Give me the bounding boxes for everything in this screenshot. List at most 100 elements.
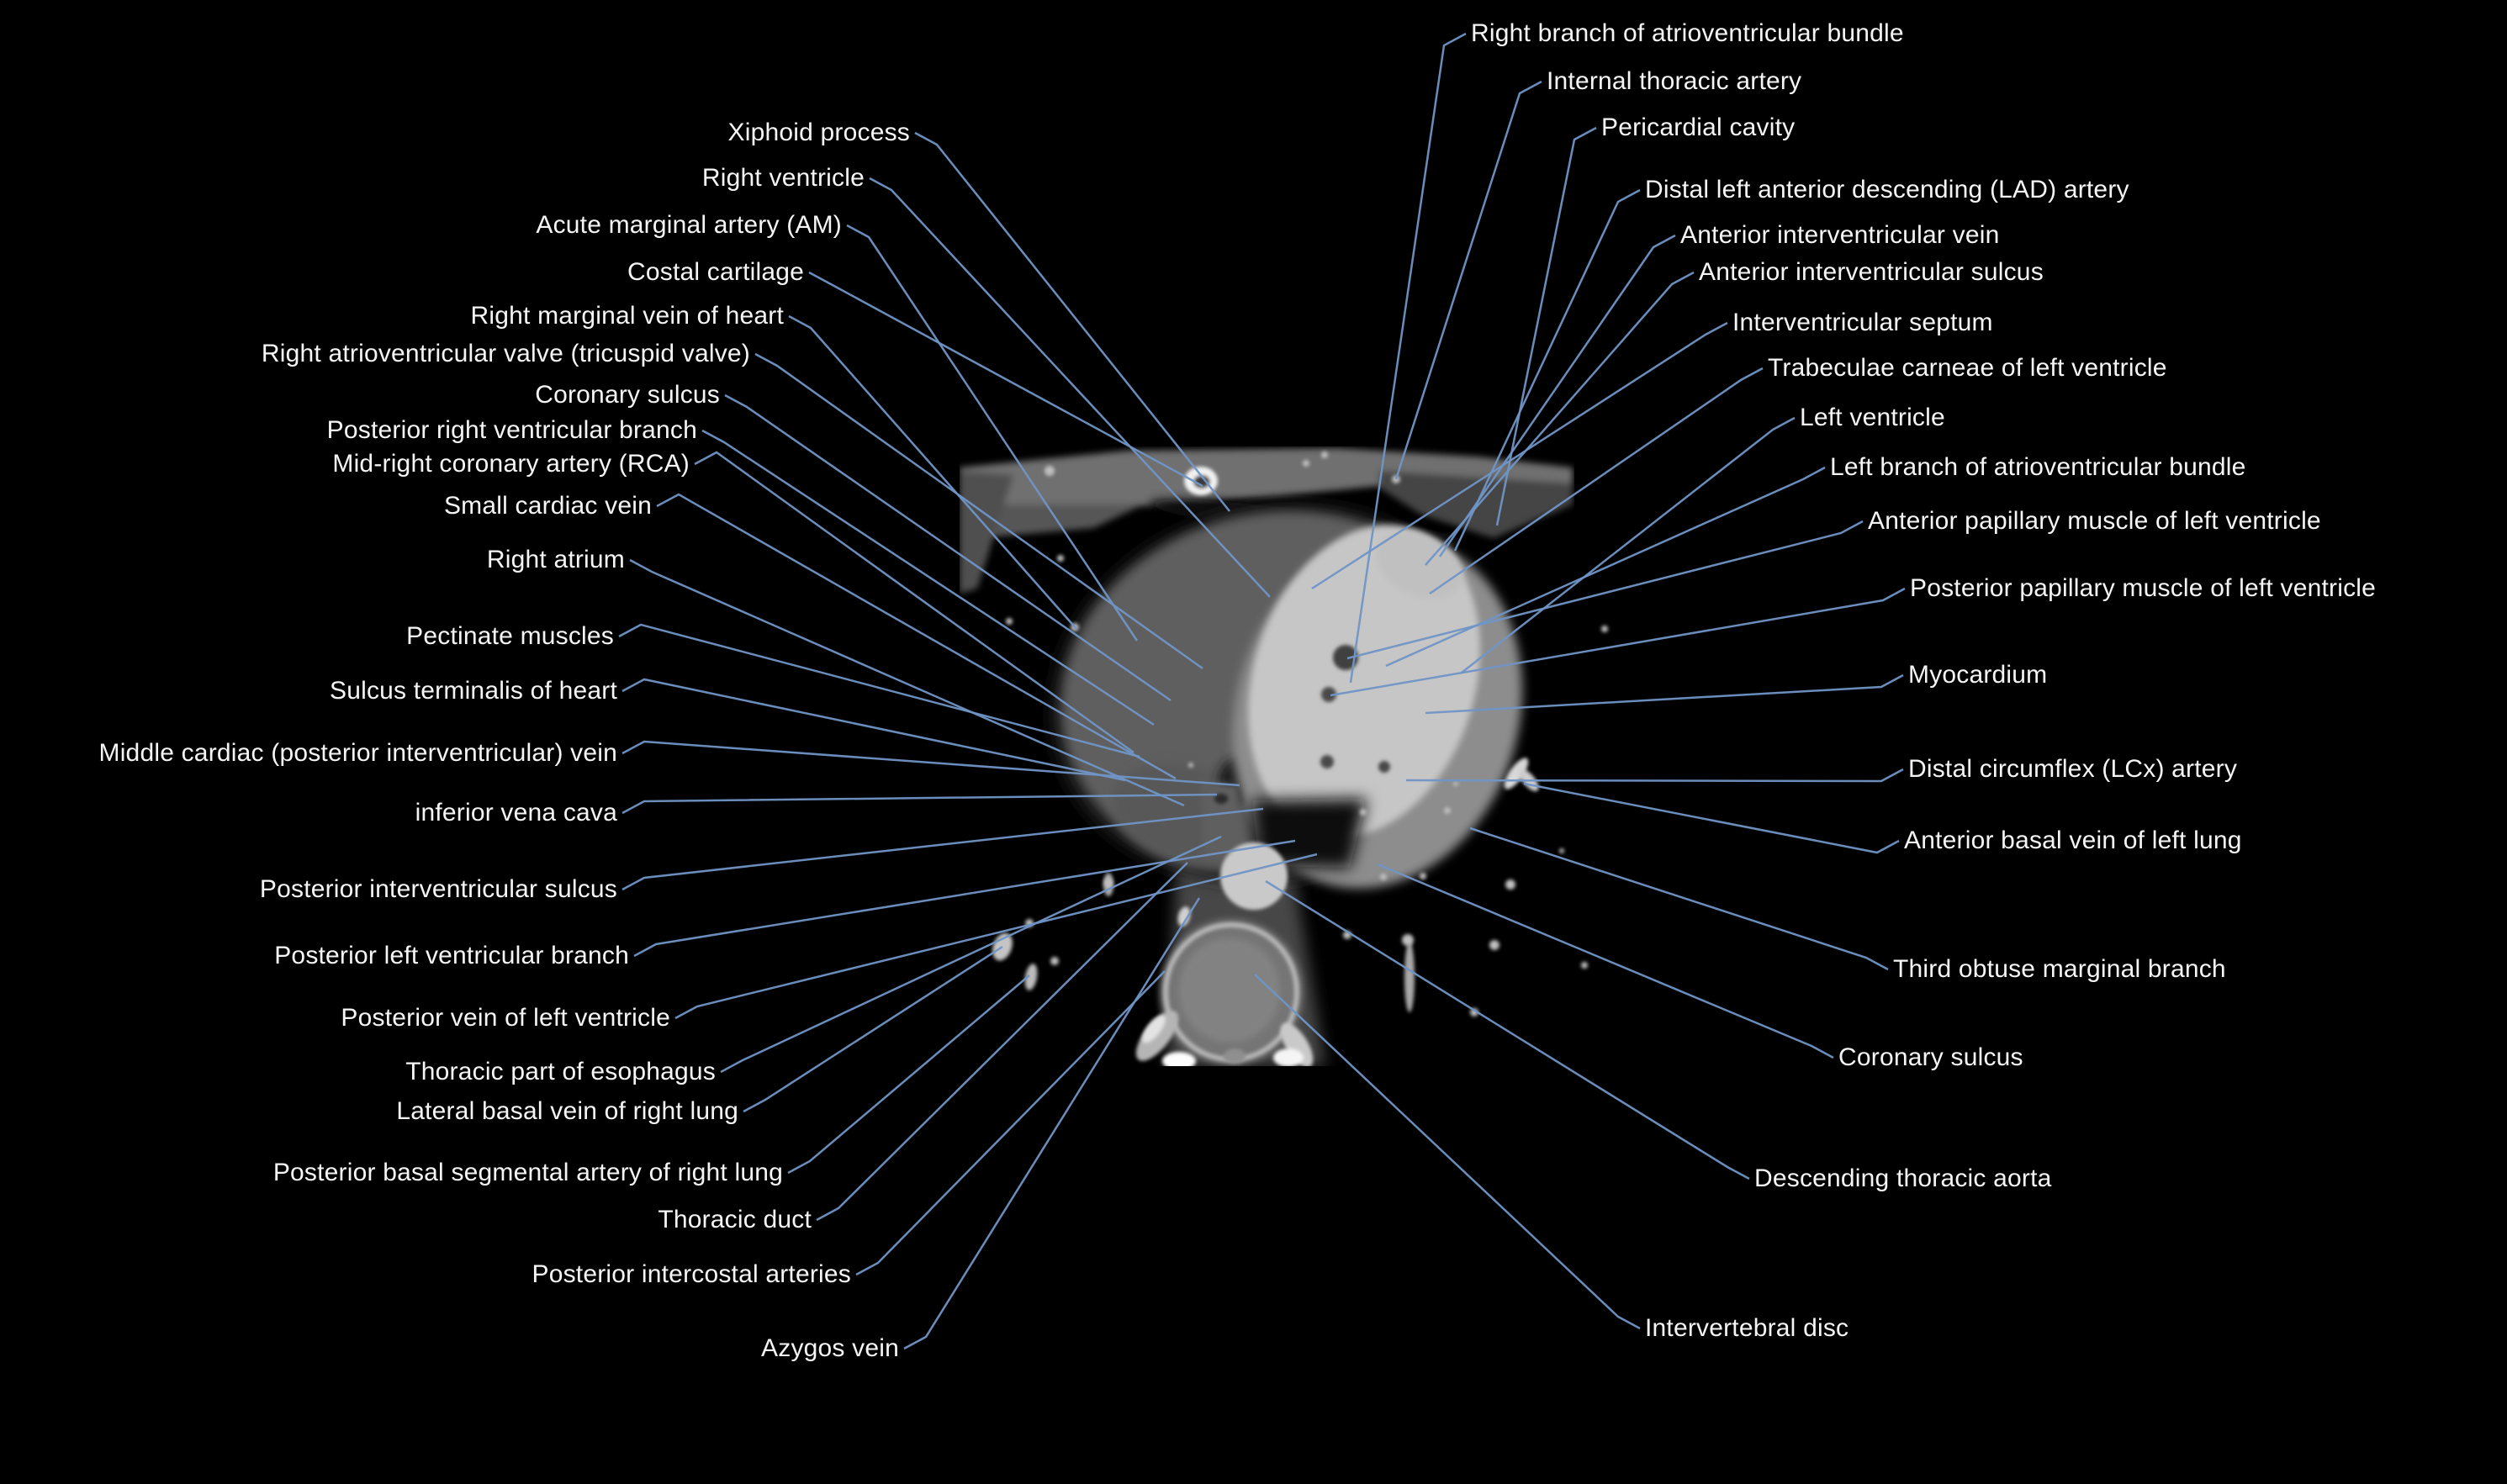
- leader-line: [903, 897, 1201, 1350]
- leader-line: [720, 835, 1222, 1074]
- papillary-muscle-spots: [1320, 645, 1390, 773]
- anatomy-label: Right atrium: [486, 546, 625, 573]
- leader-line: [1385, 466, 1826, 668]
- ct-field-masks: [917, 419, 1658, 1117]
- lung-vessel-dot: [1559, 848, 1564, 853]
- anatomy-label: Small cardiac vein: [443, 492, 652, 520]
- leader-line: [1453, 188, 1641, 552]
- anatomy-label: Intervertebral disc: [1645, 1314, 1849, 1342]
- anatomy-label: Sulcus terminalis of heart: [329, 677, 617, 705]
- anatomy-label: Xiphoid process: [727, 119, 910, 146]
- leader-line: [621, 793, 1218, 815]
- leader-line: [1377, 863, 1834, 1059]
- lung-vessel-dot: [1057, 555, 1064, 562]
- leader-line: [1469, 826, 1889, 971]
- anatomy-label: Third obtuse marginal branch: [1893, 955, 2226, 983]
- lung-vessel-dot: [1444, 807, 1451, 814]
- lung-vessel-dot: [1050, 957, 1059, 965]
- leader-line: [629, 558, 1185, 807]
- anatomy-label: Anterior interventricular vein: [1680, 221, 2000, 249]
- anatomy-label: Acute marginal artery (AM): [536, 211, 842, 239]
- leader-line: [869, 177, 1271, 598]
- leader-line: [1349, 32, 1467, 684]
- leader-line: [754, 352, 1203, 670]
- lung-vessel-dot: [1402, 934, 1414, 946]
- anatomy-label: Costal cartilage: [627, 258, 804, 286]
- anatomy-label: Descending thoracic aorta: [1754, 1164, 2052, 1192]
- anatomy-label: Anterior interventricular sulcus: [1699, 258, 2044, 286]
- lung-vessel-dot: [1321, 452, 1328, 458]
- anatomy-label: Posterior vein of left ventricle: [341, 1004, 670, 1032]
- descending-aorta: [1220, 842, 1288, 910]
- anatomy-label: Anterior basal vein of left lung: [1904, 826, 2242, 854]
- anatomy-label: Azygos vein: [761, 1334, 899, 1362]
- anatomy-label: Interventricular septum: [1732, 309, 1993, 336]
- leader-line: [618, 623, 1140, 758]
- anatomy-label: Pectinate muscles: [406, 622, 614, 650]
- leader-line: [1523, 782, 1900, 854]
- leader-line: [1425, 673, 1904, 715]
- lung-vessel-dot: [1420, 873, 1426, 879]
- anatomy-label: Posterior left ventricular branch: [274, 942, 629, 969]
- anatomy-label: Thoracic duct: [658, 1206, 812, 1233]
- anatomy-label: Coronary sulcus: [1838, 1043, 2023, 1071]
- leader-line: [1405, 768, 1904, 783]
- leader-line: [701, 429, 1155, 726]
- anatomy-label: Right marginal vein of heart: [470, 302, 784, 330]
- leader-line: [914, 131, 1230, 512]
- anatomy-label: Coronary sulcus: [535, 381, 720, 409]
- leader-line: [846, 224, 1139, 642]
- leader-line: [743, 945, 1003, 1113]
- leader-line: [656, 493, 1177, 780]
- leader-line: [1461, 416, 1796, 673]
- anatomy-label: Anterior papillary muscle of left ventri…: [1868, 507, 2321, 535]
- anatomy-label: Right atrioventricular valve (tricuspid …: [261, 340, 750, 367]
- lung-vessel-dot: [1380, 874, 1387, 880]
- leader-line: [1254, 974, 1641, 1330]
- leader-line: [787, 974, 1030, 1175]
- leader-line: [1429, 367, 1764, 595]
- leader-line: [621, 678, 1126, 782]
- leader-line: [621, 807, 1264, 891]
- lung-vessel-dot: [1303, 460, 1309, 467]
- leader-line: [724, 393, 1172, 702]
- leader-line: [816, 862, 1188, 1222]
- leader-line: [1311, 321, 1728, 590]
- lung-vessel-dots: [1006, 452, 1608, 1017]
- lung-vessel-dot: [1505, 879, 1515, 890]
- anatomy-label: Thoracic part of esophagus: [405, 1058, 716, 1085]
- leader-line: [633, 839, 1296, 958]
- leader-line: [1265, 879, 1750, 1180]
- lung-vessel-dot: [1360, 809, 1367, 816]
- anatomy-label: Mid-right coronary artery (RCA): [332, 450, 690, 478]
- anatomy-label: Lateral basal vein of right lung: [396, 1097, 738, 1125]
- anatomy-label: Posterior papillary muscle of left ventr…: [1910, 574, 2377, 602]
- anatomy-label: Posterior interventricular sulcus: [259, 875, 617, 903]
- anatomy-label: Left ventricle: [1800, 404, 1945, 431]
- anatomy-label: Right ventricle: [701, 164, 865, 192]
- leader-line: [808, 271, 1203, 488]
- esophagus: [1201, 780, 1248, 863]
- lung-vessel-dot: [1601, 626, 1608, 632]
- anatomy-label: Internal thoracic artery: [1547, 67, 1802, 95]
- leader-line: [674, 853, 1318, 1020]
- lung-vessel-dot: [1104, 879, 1113, 887]
- anatomy-label: Pericardial cavity: [1601, 114, 1796, 141]
- anatomy-label: Right branch of atrioventricular bundle: [1471, 19, 1904, 47]
- anatomy-label: Trabeculae carneae of left ventricle: [1768, 354, 2167, 382]
- anatomy-label: inferior vena cava: [415, 799, 617, 826]
- subcardiac-gap: [1251, 799, 1367, 868]
- leader-line: [694, 451, 1134, 754]
- anatomy-label: Myocardium: [1908, 661, 2048, 689]
- lung-vessel-dot: [1489, 940, 1499, 950]
- anatomy-label: Posterior right ventricular branch: [326, 416, 697, 444]
- leader-line: [621, 740, 1240, 787]
- vertebra: [1135, 906, 1314, 1070]
- leader-line: [1495, 126, 1597, 526]
- anatomy-label: Posterior intercostal arteries: [532, 1260, 851, 1288]
- lung-vessel-dot: [1453, 781, 1458, 786]
- anatomy-label: Distal left anterior descending (LAD) ar…: [1645, 176, 2129, 203]
- leader-line: [1438, 234, 1676, 557]
